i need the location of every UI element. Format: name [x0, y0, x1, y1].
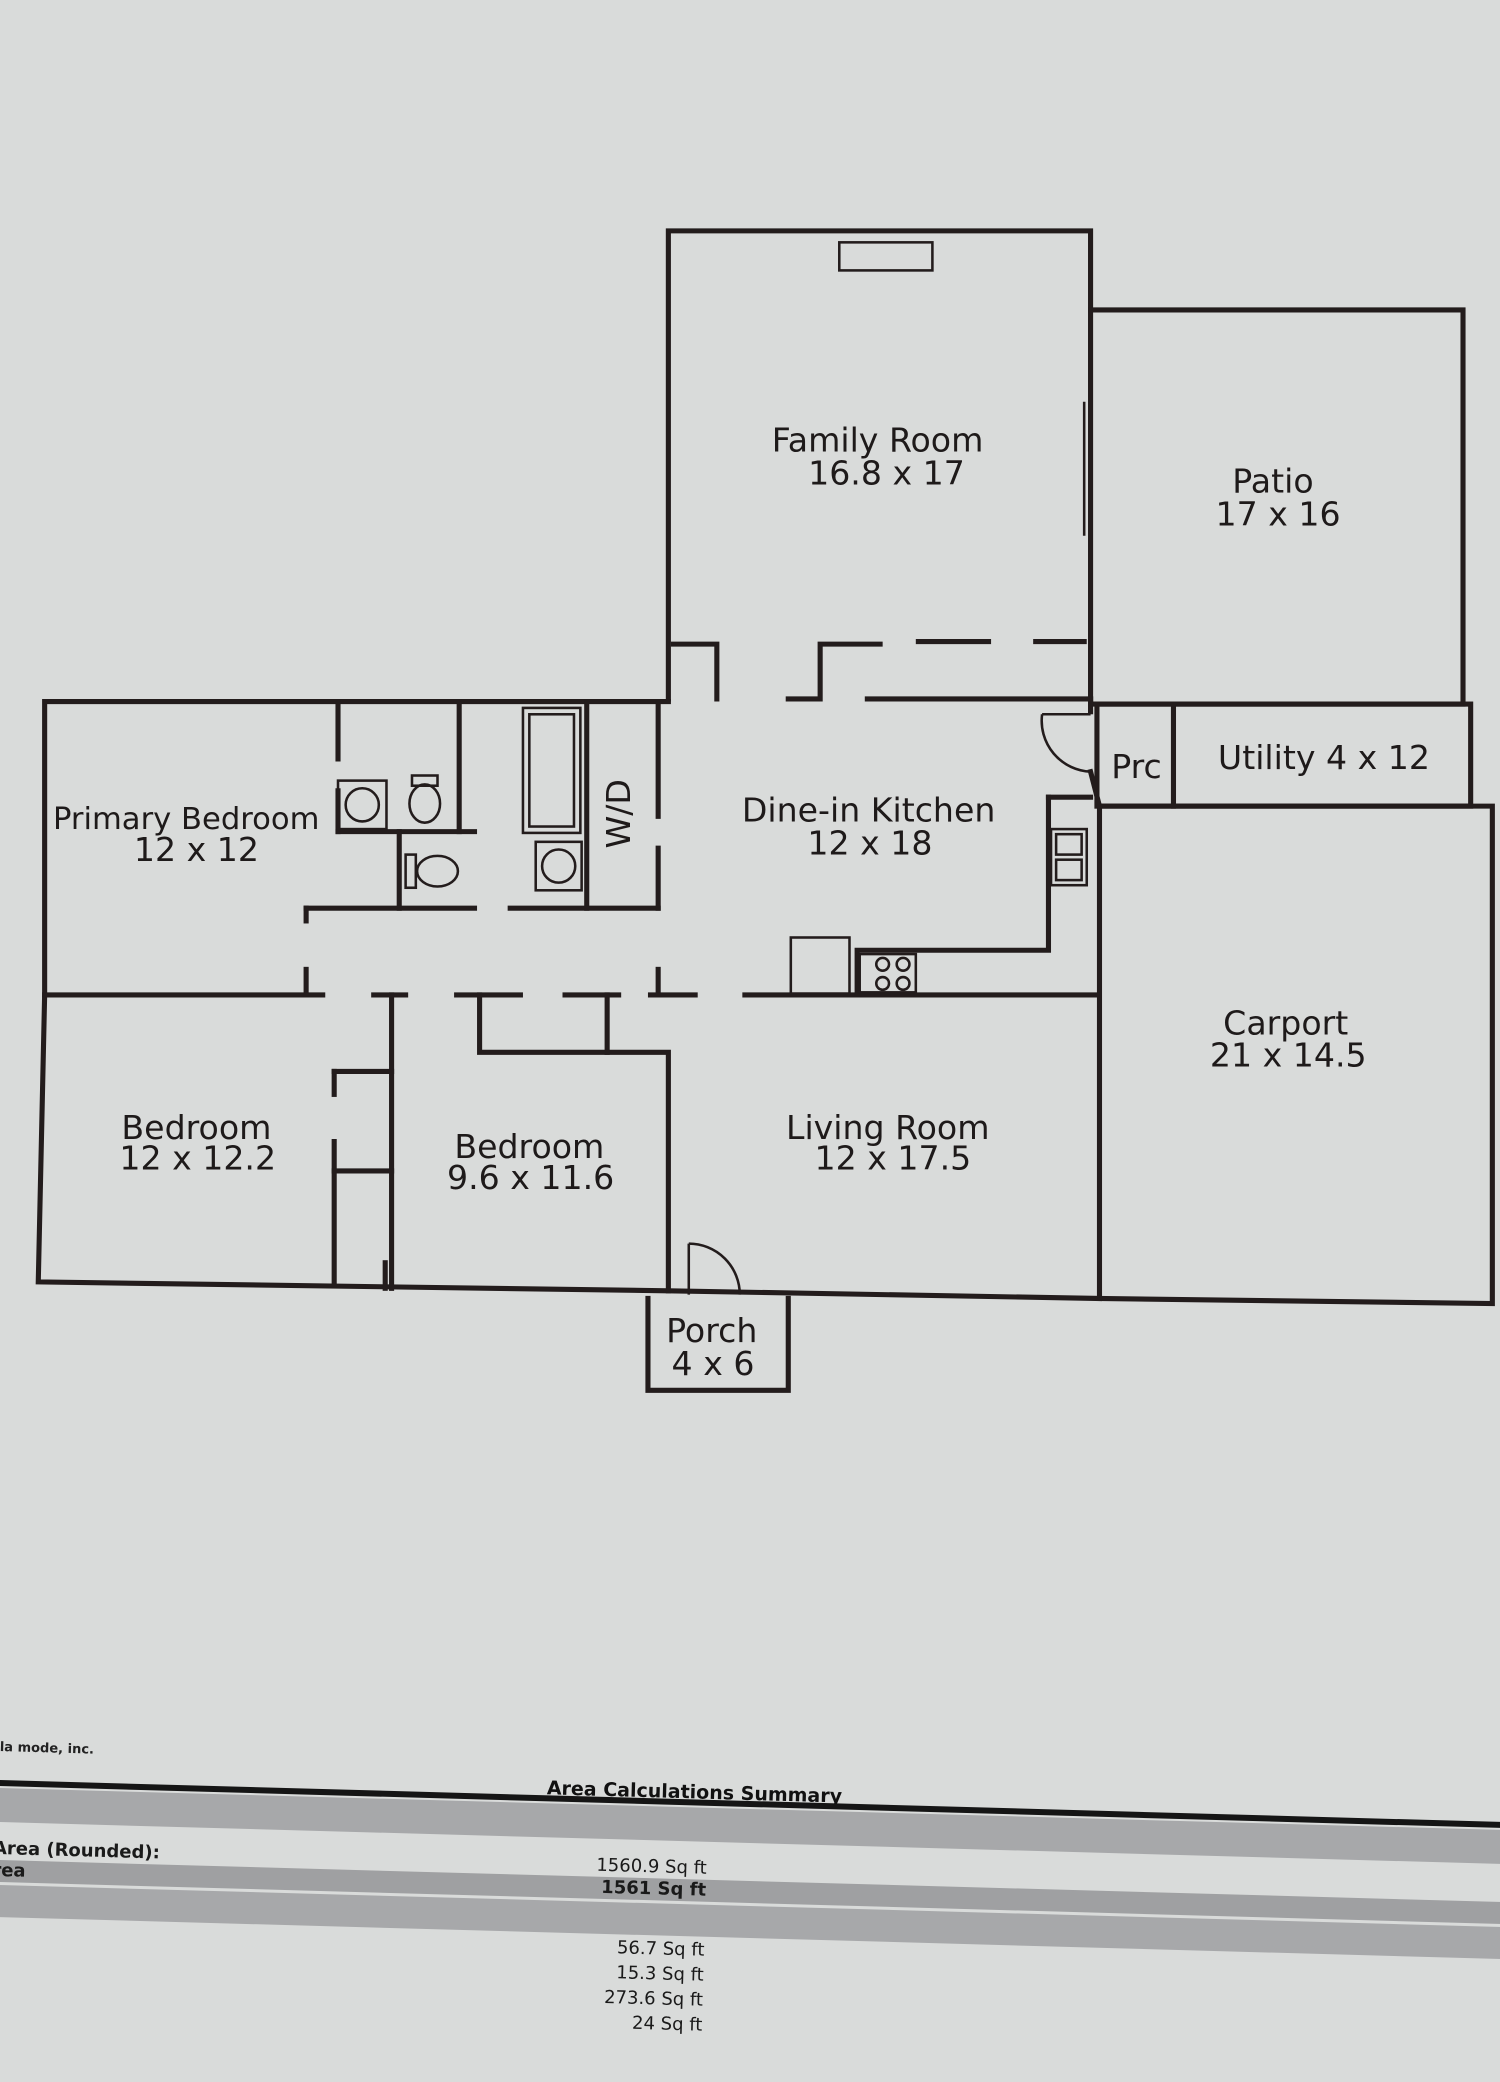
utility-label: Utility 4 x 12: [1218, 738, 1430, 777]
area-item: 15.3 Sq ft: [615, 1962, 704, 1986]
refrigerator: [789, 936, 851, 995]
family-closet: [670, 641, 720, 702]
area-label: rea: [0, 1859, 26, 1882]
bedroom-label: Bedroom: [454, 1127, 604, 1166]
washer-dryer-label: W/D: [599, 779, 638, 849]
toilet: [415, 854, 460, 888]
family-wall-segment: [785, 641, 883, 702]
company-name: la mode, inc.: [0, 1740, 95, 1758]
patio-size: 17 x 16: [1216, 495, 1341, 534]
family-room-walls: [665, 228, 1094, 702]
door-swing: [1040, 714, 1091, 773]
stove: [858, 952, 918, 994]
carport-walls: [1096, 803, 1495, 1307]
area-summary: la mode, inc. Area Calculations Summary …: [0, 1740, 1500, 2082]
bedroom-label: Bedroom: [121, 1108, 271, 1147]
area-item: 24 Sq ft: [631, 2012, 703, 2036]
primary-bedroom-label: Primary Bedroom: [53, 802, 319, 837]
fireplace: [838, 241, 934, 272]
porch-size: 4 x 6: [672, 1344, 755, 1383]
porch-label: Porch: [666, 1311, 757, 1350]
area-item: 273.6 Sq ft: [603, 1986, 704, 2011]
carport-label: Carport: [1223, 1003, 1348, 1042]
kitchen-sink: [1049, 827, 1089, 887]
bedroom-size: 9.6 x 11.6: [447, 1158, 614, 1197]
area-rounded-label: Area (Rounded):: [0, 1837, 161, 1864]
toilet: [408, 783, 442, 824]
bedroom-size: 12 x 12.2: [119, 1139, 276, 1178]
area-item: 56.7 Sq ft: [616, 1937, 705, 1961]
sink: [534, 840, 583, 892]
bathtub: [521, 706, 582, 835]
porch-walls: [645, 1295, 791, 1393]
kitchen-label: Dine-in Kitchen: [742, 790, 995, 829]
main-outline: [35, 698, 1103, 1302]
front-door-swing: [688, 1242, 742, 1295]
prc-label: Prc: [1111, 747, 1162, 786]
floor-plan: Family Room 16.8 x 17 Patio 17 x 16 Prc …: [35, 228, 1495, 1393]
primary-bedroom-size: 12 x 12: [134, 830, 259, 869]
kitchen-size: 12 x 18: [807, 824, 932, 863]
family-room-label: Family Room: [772, 421, 984, 460]
sink: [336, 779, 388, 831]
patio-label: Patio: [1232, 461, 1313, 500]
carport-size: 21 x 14.5: [1210, 1035, 1367, 1074]
family-room-size: 16.8 x 17: [808, 454, 965, 493]
kitchen-counter: [854, 794, 1052, 998]
living-room-size: 12 x 17.5: [814, 1139, 971, 1178]
living-room-label: Living Room: [786, 1108, 990, 1147]
